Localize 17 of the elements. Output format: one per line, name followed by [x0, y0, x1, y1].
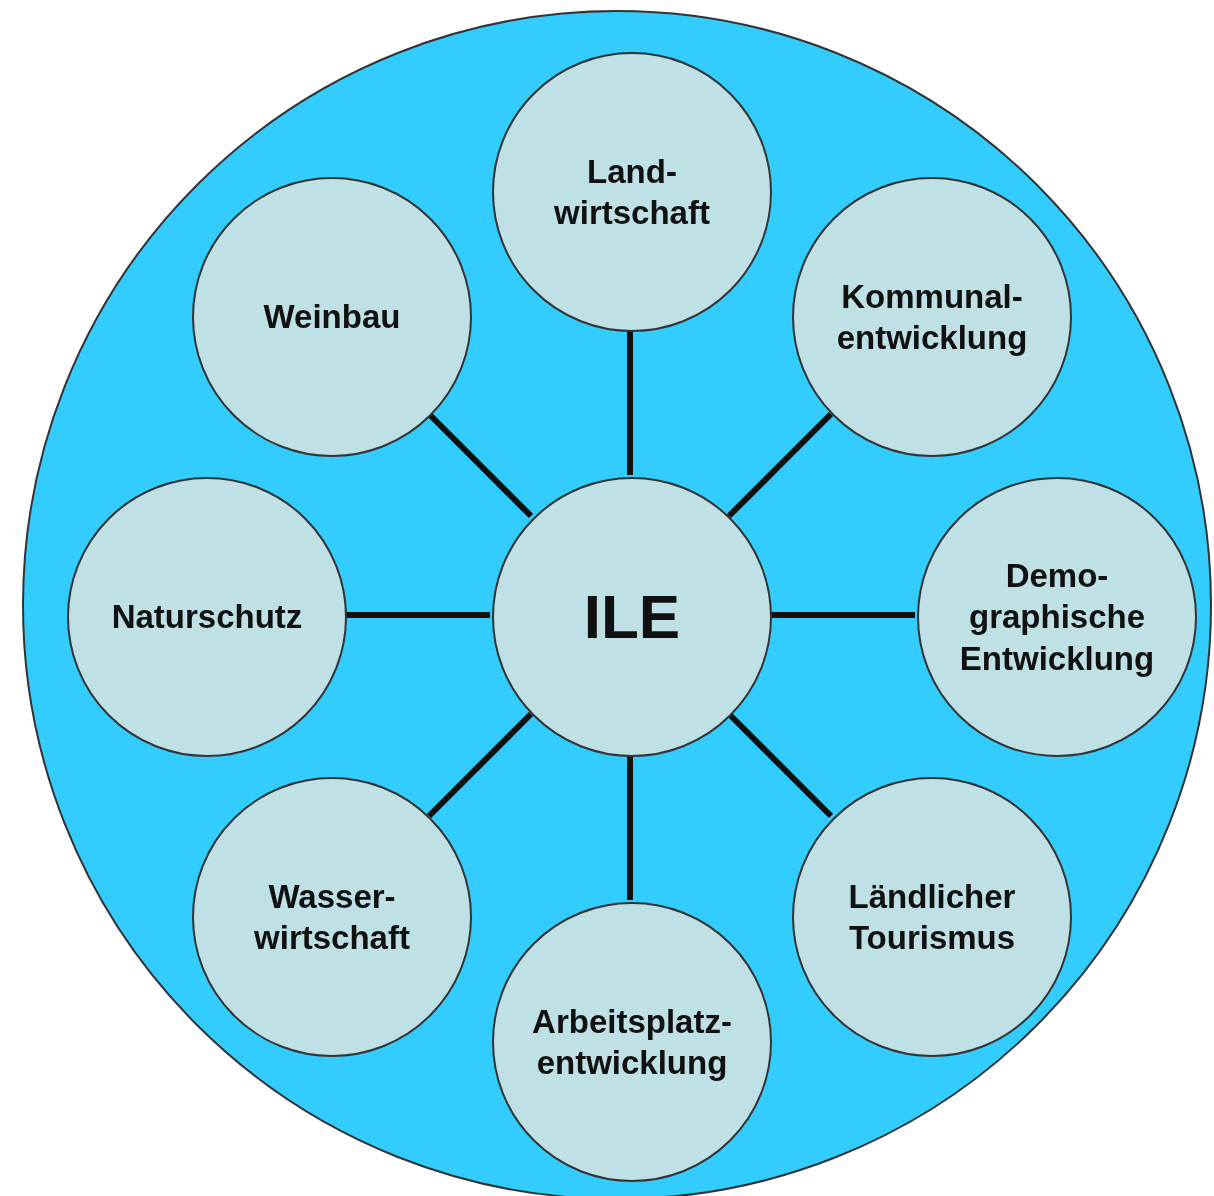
topic-label: Ländlicher Tourismus [848, 876, 1016, 958]
center-title: ILE [583, 581, 681, 654]
topic-label: Demo- graphische Entwicklung [959, 556, 1155, 679]
topic-label: Arbeitsplatz- entwicklung [532, 1001, 732, 1083]
connector-line [726, 711, 834, 819]
connector-line [770, 612, 915, 618]
topic-label: Weinbau [263, 297, 401, 338]
connector-line [627, 330, 633, 475]
topic-label: Land- wirtschaft [554, 151, 710, 233]
connector-line [345, 612, 490, 618]
connector-line [426, 711, 534, 819]
connector-line [726, 411, 834, 519]
connector-line [627, 755, 633, 900]
connector-line [426, 411, 534, 519]
topic-label: Naturschutz [111, 597, 303, 638]
topic-label: Wasser- wirtschaft [254, 876, 410, 958]
topic-label: Kommunal- entwicklung [836, 276, 1028, 358]
